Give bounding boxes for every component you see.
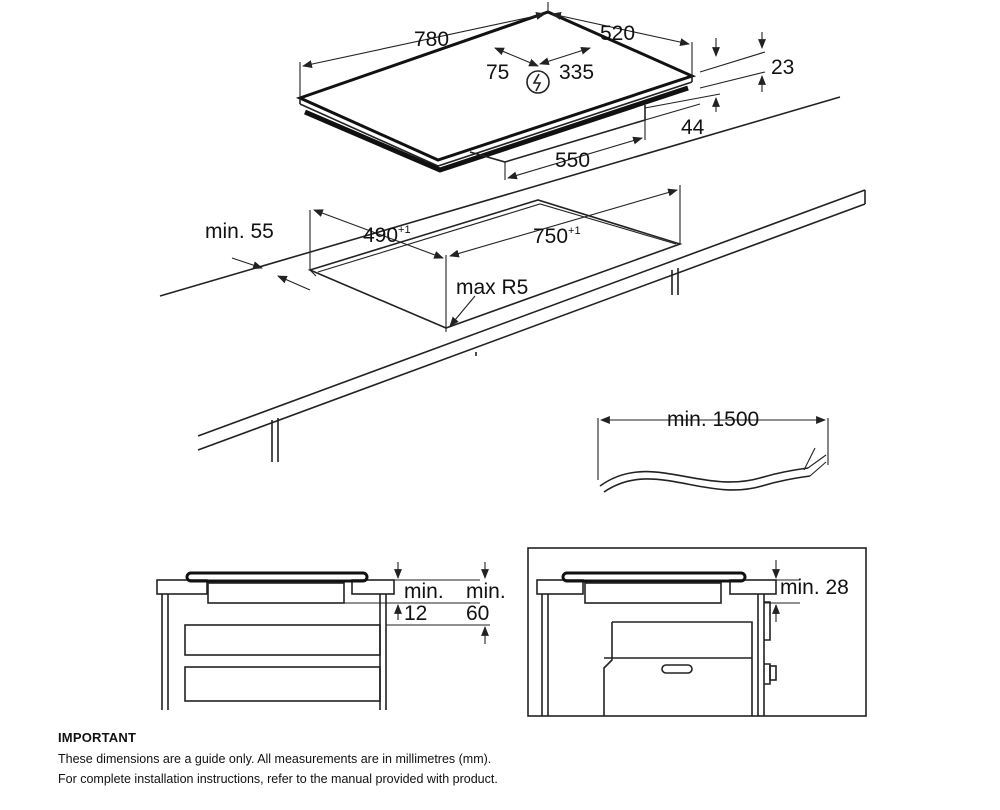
important-notes: IMPORTANT These dimensions are a guide o… <box>58 730 958 789</box>
drawer-clearance-illustration <box>156 562 490 710</box>
hob-dimension-lines <box>299 2 766 180</box>
oven-clearance-illustration <box>527 547 867 717</box>
corner-radius-label: max R5 <box>456 276 528 299</box>
power-connection-icon <box>526 70 550 94</box>
installation-diagram: 780 520 23 44 550 75 335 min. 55 490+1 7… <box>156 2 867 717</box>
cable-illustration <box>597 416 829 493</box>
notes-line-2: For complete installation instructions, … <box>58 772 498 786</box>
notes-heading: IMPORTANT <box>58 730 137 745</box>
oven-clearance-label: min. 28 <box>780 576 849 599</box>
notes-line-1: These dimensions are a guide only. All m… <box>58 752 492 766</box>
clearance-a-line2: 12 <box>404 602 427 625</box>
hob-depth-label: 520 <box>600 22 635 45</box>
hob-body-width-label: 550 <box>555 149 590 172</box>
hob-width-label: 780 <box>414 28 449 51</box>
clearance-b-line1: min. <box>466 580 506 603</box>
connection-distance-label: 335 <box>559 61 594 84</box>
cutout-dimension-lines <box>231 185 681 328</box>
cutout-width-label: 750+1 <box>533 225 581 248</box>
oven-clearance-frame <box>527 547 867 717</box>
hob-body-depth-label: 44 <box>681 116 705 139</box>
clearance-a-line1: min. <box>404 580 444 603</box>
connection-offset-label: 75 <box>486 61 509 84</box>
clearance-b-line2: 60 <box>466 602 489 625</box>
cable-length-label: min. 1500 <box>667 408 759 431</box>
edge-margin-label: min. 55 <box>205 220 274 243</box>
hob-thickness-label: 23 <box>771 56 794 79</box>
dimension-labels: 780 520 23 44 550 75 335 min. 55 490+1 7… <box>205 22 849 625</box>
cutout-depth-label: 490+1 <box>363 224 411 247</box>
